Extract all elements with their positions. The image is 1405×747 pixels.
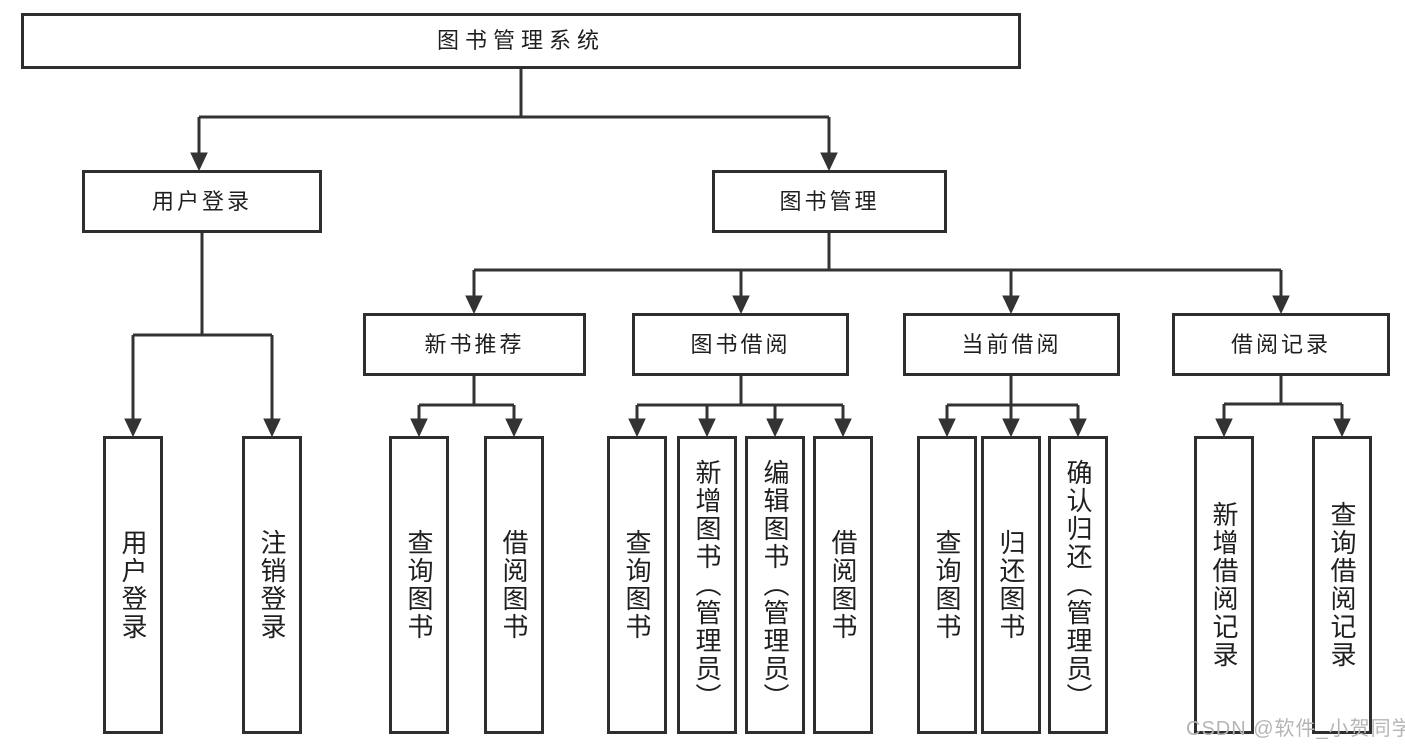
leaf-confirm-return-admin: 确认归还（管理员） xyxy=(1048,436,1108,734)
leaf-logout: 注销登录 xyxy=(242,436,302,734)
leaf-logout-label: 注销登录 xyxy=(257,529,287,641)
leaf-query-books-recommend: 查询图书 xyxy=(389,436,449,734)
arrow-book-management xyxy=(820,152,838,172)
node-user-login: 用户登录 xyxy=(82,170,322,233)
node-borrow-records: 借阅记录 xyxy=(1172,313,1390,376)
node-current-borrow-label: 当前借阅 xyxy=(961,331,1062,357)
leaf-borrow-books-recommend: 借阅图书 xyxy=(484,436,544,734)
arrow-user-login xyxy=(190,152,208,172)
arrow-book-borrow xyxy=(732,295,750,315)
leaf-add-borrow-record-label: 新增借阅记录 xyxy=(1209,501,1239,669)
leaf-add-borrow-record: 新增借阅记录 xyxy=(1194,436,1254,734)
leaf-user-login: 用户登录 xyxy=(103,436,163,734)
node-book-borrow-label: 图书借阅 xyxy=(690,331,791,357)
leaf-edit-books-admin: 编辑图书（管理员） xyxy=(745,436,805,734)
arrow-new-book-recommend xyxy=(465,295,483,315)
node-book-management: 图书管理 xyxy=(712,170,947,233)
arrow-borrow-leaf-2 xyxy=(698,418,716,438)
node-new-book-recommend: 新书推荐 xyxy=(363,313,586,376)
node-book-borrow: 图书借阅 xyxy=(632,313,849,376)
csdn-watermark: CSDN @软件_小贺同学 xyxy=(1186,718,1405,740)
leaf-query-borrow-record-label: 查询借阅记录 xyxy=(1327,501,1357,669)
arrow-current-leaf-1 xyxy=(938,418,956,438)
arrow-records-leaf-1 xyxy=(1215,418,1233,438)
leaf-query-books-borrow-label: 查询图书 xyxy=(622,529,652,641)
arrow-borrow-leaf-4 xyxy=(834,418,852,438)
arrow-recommend-leaf-2 xyxy=(505,418,523,438)
leaf-borrow-books: 借阅图书 xyxy=(813,436,873,734)
leaf-return-books-label: 归还图书 xyxy=(996,529,1026,641)
arrow-borrow-leaf-3 xyxy=(766,418,784,438)
arrow-records-leaf-2 xyxy=(1333,418,1351,438)
leaf-return-books: 归还图书 xyxy=(981,436,1041,734)
arrow-current-leaf-3 xyxy=(1069,418,1087,438)
leaf-borrow-books-label: 借阅图书 xyxy=(828,529,858,641)
leaf-query-books-current: 查询图书 xyxy=(917,436,977,734)
leaf-query-books-borrow: 查询图书 xyxy=(607,436,667,734)
arrow-borrow-leaf-1 xyxy=(628,418,646,438)
leaf-borrow-books-recommend-label: 借阅图书 xyxy=(499,529,529,641)
leaf-query-books-current-label: 查询图书 xyxy=(932,529,962,641)
node-root-label: 图书管理系统 xyxy=(436,28,605,53)
arrow-leaf-login xyxy=(124,418,142,438)
arrow-borrow-records xyxy=(1272,295,1290,315)
leaf-query-borrow-record: 查询借阅记录 xyxy=(1312,436,1372,734)
arrow-recommend-leaf-1 xyxy=(410,418,428,438)
leaf-add-books-admin: 新增图书（管理员） xyxy=(677,436,737,734)
leaf-confirm-return-admin-label: 确认归还（管理员） xyxy=(1063,459,1093,711)
arrow-current-borrow xyxy=(1002,295,1020,315)
node-root-system: 图书管理系统 xyxy=(21,13,1021,69)
node-current-borrow: 当前借阅 xyxy=(903,313,1120,376)
leaf-query-books-recommend-label: 查询图书 xyxy=(404,529,434,641)
node-borrow-records-label: 借阅记录 xyxy=(1230,331,1331,357)
leaf-user-login-label: 用户登录 xyxy=(118,529,148,641)
arrow-current-leaf-2 xyxy=(1002,418,1020,438)
arrow-leaf-logout xyxy=(263,418,281,438)
node-user-login-label: 用户登录 xyxy=(151,188,252,214)
node-new-book-recommend-label: 新书推荐 xyxy=(424,331,525,357)
node-book-management-label: 图书管理 xyxy=(779,188,880,214)
leaf-edit-books-admin-label: 编辑图书（管理员） xyxy=(760,459,790,711)
leaf-add-books-admin-label: 新增图书（管理员） xyxy=(692,459,722,711)
